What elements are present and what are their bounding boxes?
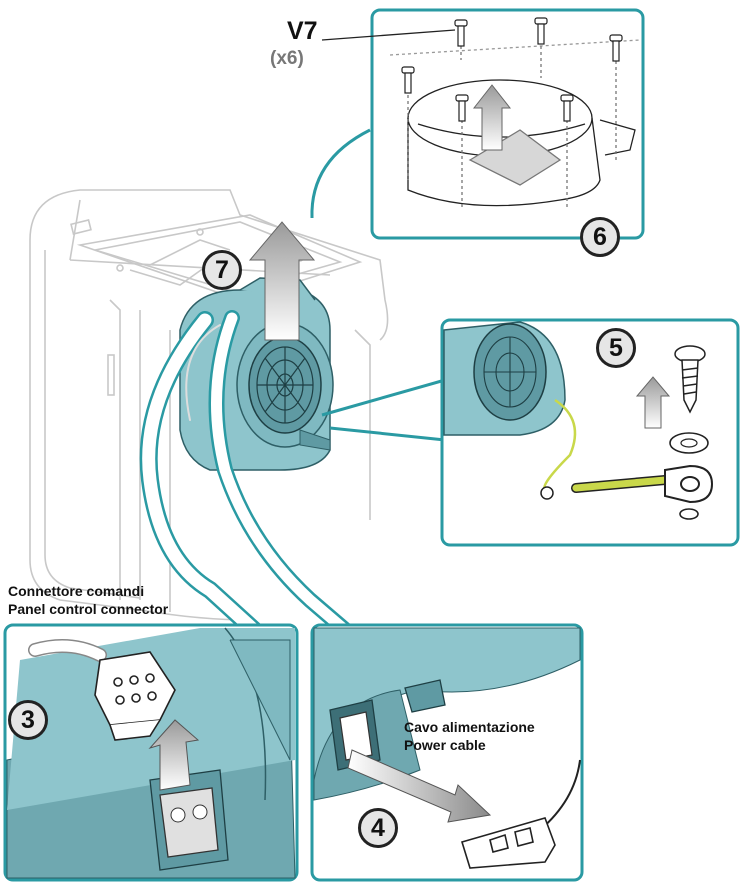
panel-connector-label-en: Panel control connector (8, 601, 169, 617)
lift-arrow-step6 (472, 84, 512, 151)
step-badge-3: 3 (8, 700, 48, 740)
step-badge-4: 4 (358, 808, 398, 848)
panel-connector (94, 651, 176, 741)
power-plug (460, 817, 556, 869)
cables (139, 310, 353, 649)
earth-screw (674, 345, 706, 414)
panel-connector-label-it: Connettore comandi (8, 583, 145, 599)
step-badge-5: 5 (596, 328, 636, 368)
detail-panel-step6 (310, 8, 645, 240)
power-cable-label-it: Cavo alimentazione (404, 719, 535, 735)
step-badge-6: 6 (580, 217, 620, 257)
insert-arrow-step3 (148, 719, 200, 791)
pull-arrow-step4 (347, 749, 492, 823)
screw-code-label: V7 (287, 17, 318, 45)
screw-qty-label: (x6) (270, 48, 304, 69)
detail-panel-step5 (321, 318, 740, 547)
detail-panel-step3 (3, 623, 299, 882)
blower-motor (179, 277, 334, 471)
lift-arrow-step5 (635, 376, 671, 429)
step-badge-7: 7 (202, 250, 242, 290)
lift-arrow-step7 (248, 221, 316, 341)
power-cable-label-en: Power cable (404, 737, 486, 753)
hood-housing (29, 189, 389, 621)
screws-v7 (401, 17, 623, 122)
